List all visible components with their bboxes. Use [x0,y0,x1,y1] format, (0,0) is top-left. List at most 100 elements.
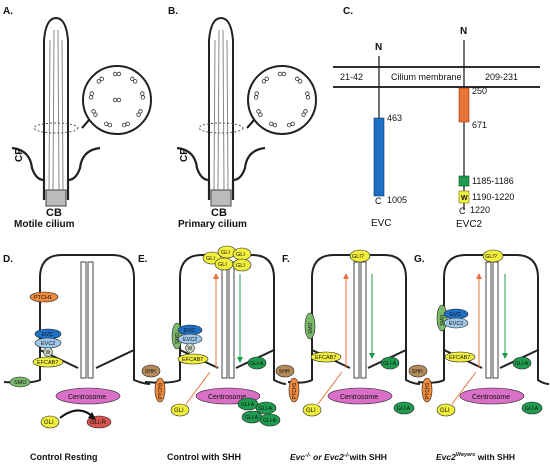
glia-f-label: GLI-A [397,406,411,412]
shh-e-label: SHH [145,369,156,375]
panel-b: B. CP CB Primary cilium [168,6,317,230]
w-e-label: W [188,346,193,352]
ptch1-g [421,377,433,403]
centrosome-g-label: Centrosome [472,394,510,401]
glia-e1 [237,397,259,411]
glia-e3-label: GLI-A [245,415,259,421]
gli-tip-e3-label: GLI [236,252,245,258]
evc-c-label: C [375,196,382,206]
glia-cilium-f [380,356,400,370]
efcab7-d-label: EFCAB7 [37,360,58,366]
caption-e: Control with SHH [167,452,241,462]
gli-e-label: GLI [174,408,184,414]
central-pair-a1 [112,97,118,103]
anterograde-head-e [213,273,219,279]
microtubule-doublet [264,76,269,82]
ptch1-e [154,377,166,403]
shh-g [408,364,428,378]
evc-g-label: EVC [450,312,461,318]
evc2-e-label: EVC2 [183,337,197,343]
panel-b-label: B. [168,6,178,17]
glia-g [521,401,543,415]
caption-a: Motile cilium [14,219,75,230]
axoneme-d2 [87,261,94,379]
microtubule-doublet [261,79,267,84]
evc-d-label: EVC [42,332,53,338]
cell-membrane-b [176,146,266,200]
panel-g-label: G. [414,254,425,265]
panel-f: F. GLI? SMO EFCAB7 GLI-A SHH PTCH1 Centr… [275,249,421,462]
axoneme-f2 [360,261,367,379]
axoneme-g2 [492,261,499,379]
microtubule-doublet [303,109,308,114]
microtubule-doublet [254,91,259,96]
evc2-1220-label: 1220 [470,205,490,215]
w-e [185,343,195,353]
centrosome-f-label: Centrosome [340,394,378,401]
ptch1-e-label: PTCH1 [158,382,164,399]
glia-cilium-e-label: GLI-A [250,361,264,367]
axoneme-e1 [221,261,228,379]
evc2-weyers-region [458,190,470,204]
shh-g-label: SHH [412,369,423,375]
microtubule-doublet [116,71,122,77]
w-d-label: W [46,350,51,356]
axoneme-e2 [228,261,235,379]
smo-d-label: SMO [14,380,27,386]
efcab7-g [444,351,476,363]
retrograde-head-f [369,353,375,359]
panel-d-label: D. [3,254,13,265]
retrograde-head-e [237,357,243,363]
retrograde-head-g [502,353,508,359]
gli-g [436,403,456,417]
cb-label-a: CB [46,207,62,219]
ptch1-f-label: PTCH1 [292,382,298,399]
panel-g: G. GLI? SMO EVC EVC2 EFCAB7 GLI-A SHH PT… [408,249,550,462]
glia-e1-label: GLI-A [241,402,255,408]
ptch1-d [29,291,59,303]
smo-f-label: SMO [308,323,314,335]
axoneme-g1 [485,261,492,379]
evc-e-label: EVC [184,328,195,334]
doublets-a [88,71,146,128]
panel-e: E. GLI GLI GLI GLI GLI SMO EVC EVC2 W EF… [138,245,287,462]
smo-f [304,312,316,340]
ptch1-f [288,377,300,403]
anterograde-head-f [343,273,349,279]
microtubule-doublet [140,95,146,100]
evc2-c-label: C [459,206,466,216]
panel-c-label: C. [343,6,353,17]
gli-entry-arrow-g [451,371,477,405]
smo-g-label: SMO [440,315,446,327]
efcab7-f-label: EFCAB7 [315,355,336,361]
axoneme-f1 [353,261,360,379]
centrosome-e-label: Centrosome [208,394,246,401]
cilium-shaft-a [43,16,69,190]
cilium-shaft-b [208,16,234,190]
evc2-250-label: 250 [472,86,487,96]
centrosome-d [55,387,121,405]
panel-e-label: E. [138,254,148,265]
axoneme-b [213,29,229,191]
panel-c: C. 21-42 Cilium membrane 209-231 N 463 C… [333,6,540,230]
cross-section-ring-b [198,122,244,134]
shh-f [275,364,295,378]
evc2-d-label: EVC2 [41,341,55,347]
evc2-g [443,317,469,329]
panel-f-label: F. [282,254,290,265]
microtubule-doublet [99,76,104,82]
microtubule-doublet [91,109,96,114]
cell-membrane-a [11,146,101,200]
microtubule-doublet [96,79,102,84]
microtubule-doublet [130,76,135,82]
doublets-b [253,71,311,128]
glia-cilium-g-label: GLI-A [515,361,529,367]
shh-e [141,364,161,378]
axoneme-a [48,29,64,191]
glia-cilium-g [512,356,532,370]
microtubule-doublet [93,112,98,117]
efcab7-g-label: EFCAB7 [449,355,470,361]
glia-e4 [259,413,281,427]
microtubule-doublet [301,112,306,117]
